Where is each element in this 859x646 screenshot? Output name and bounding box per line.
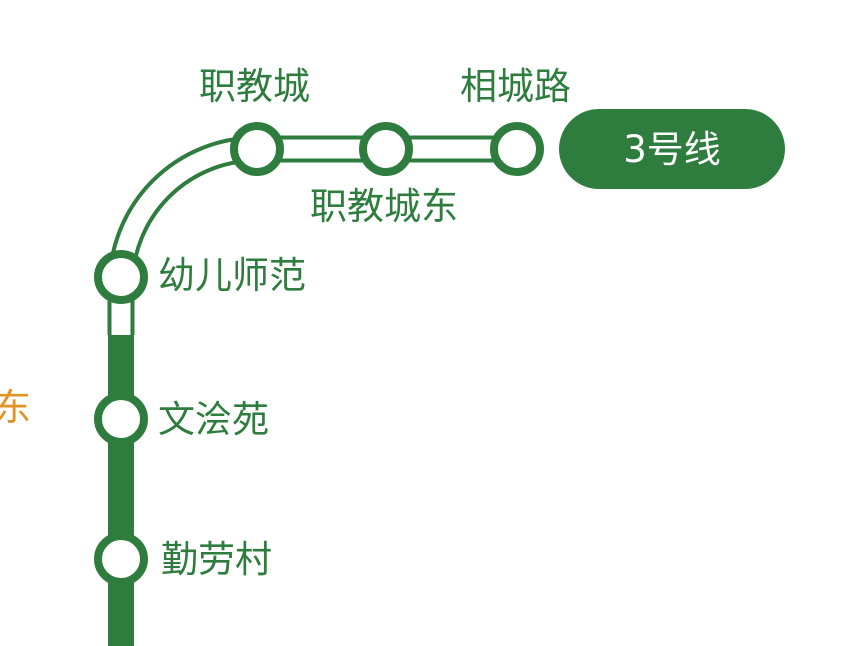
other-line-label-fragment: 东 — [0, 386, 31, 429]
station-marker-zhijiaocheng[interactable] — [230, 122, 284, 176]
track-under-construction-inner — [111, 139, 517, 335]
station-marker-zhijiaochengdong[interactable] — [359, 122, 413, 176]
station-marker-qinlaocun[interactable] — [94, 532, 148, 586]
station-label-qinlaocun[interactable]: 勤劳村 — [161, 538, 272, 581]
station-label-youershifan[interactable]: 幼儿师范 — [158, 254, 306, 297]
station-marker-wenhuiyuan[interactable] — [94, 392, 148, 446]
station-label-zhijiaochengdong[interactable]: 职教城东 — [310, 185, 458, 228]
station-marker-xiangchenglu[interactable] — [490, 122, 544, 176]
station-marker-youershifan[interactable] — [94, 250, 148, 304]
station-label-wenhuiyuan[interactable]: 文浍苑 — [158, 398, 269, 441]
station-label-zhijiaocheng[interactable]: 职教城 — [199, 65, 310, 108]
station-label-xiangchenglu[interactable]: 相城路 — [460, 65, 571, 108]
line-badge-label: 3号线 — [623, 127, 721, 171]
line-badge[interactable]: 3号线 — [559, 109, 785, 189]
track-operational — [108, 335, 134, 646]
